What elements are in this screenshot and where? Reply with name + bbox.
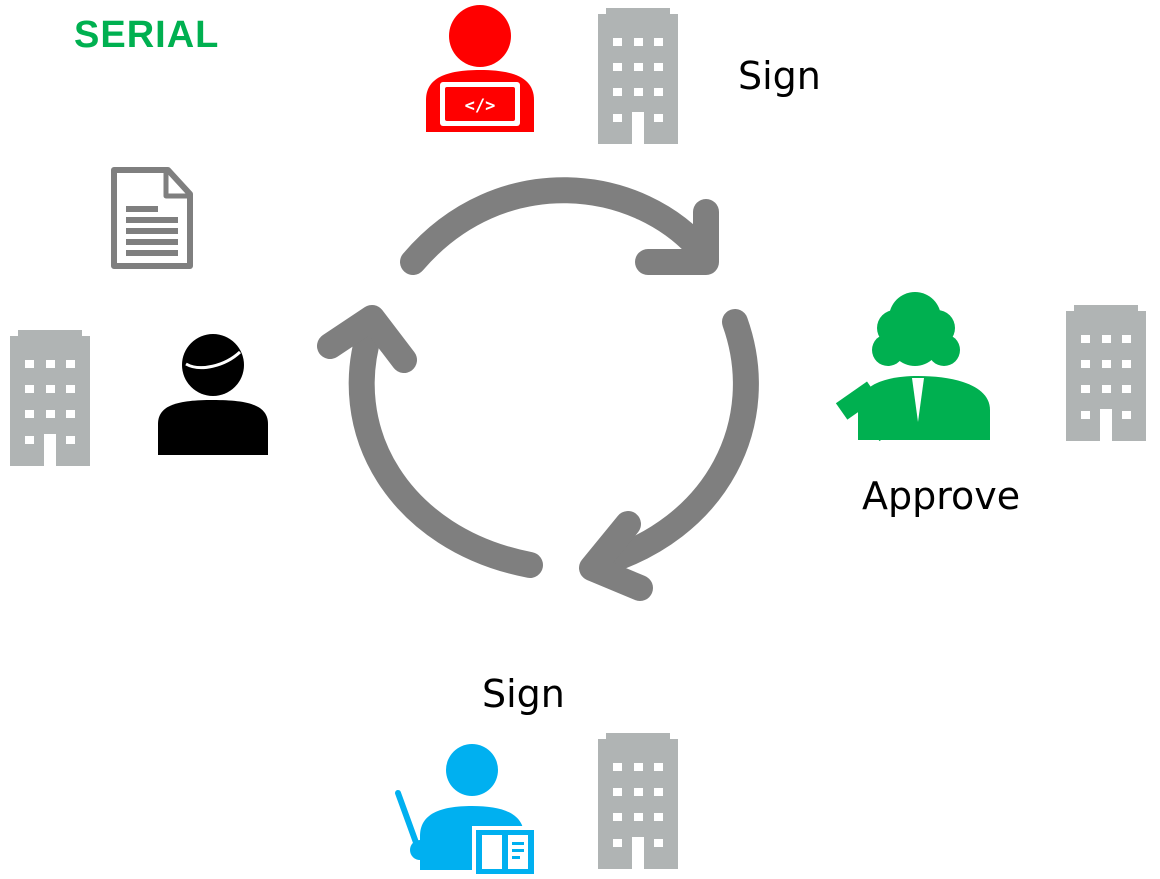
arrow-top — [400, 177, 718, 275]
arrow-top-head — [635, 199, 719, 275]
approve-label: Approve — [862, 474, 1021, 518]
developer-laptop-icon: </> — [426, 5, 534, 132]
teacher-book-icon — [395, 744, 538, 876]
arrow-left-head — [317, 305, 417, 373]
cycle-arrows — [317, 177, 759, 601]
arrow-right-head — [579, 511, 653, 601]
office-building-icon — [598, 8, 678, 144]
office-building-icon — [1066, 305, 1146, 441]
diagram-title: SERIAL — [74, 14, 220, 56]
sign-label-top: Sign — [738, 54, 821, 98]
arrow-left — [348, 312, 543, 578]
judge-gavel-icon — [835, 292, 990, 442]
person-icon — [158, 334, 268, 455]
arrow-right — [582, 309, 759, 578]
office-building-icon — [10, 330, 90, 466]
sign-label-bottom: Sign — [482, 672, 565, 716]
svg-text:</>: </> — [465, 96, 496, 116]
office-building-icon — [598, 733, 678, 869]
document-icon — [111, 167, 193, 269]
